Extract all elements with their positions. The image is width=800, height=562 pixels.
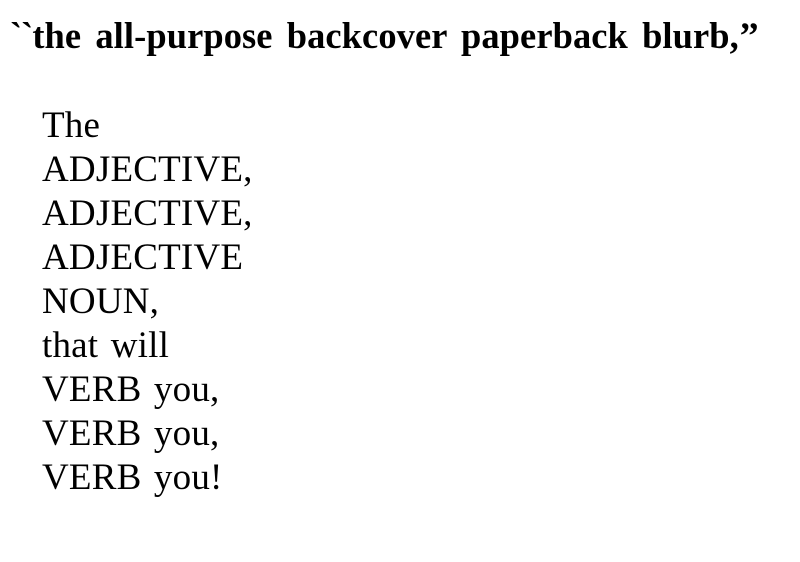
poem-line: The [42,105,101,146]
page-title: ``the all-purpose backcover paperback bl… [10,14,782,60]
poem-line: VERB you! [42,457,223,498]
poem-line: ADJECTIVE, [42,149,253,190]
opening-quote-mark: `` [10,16,33,57]
poem-line: VERB you, [42,369,220,410]
poem-line: NOUN, [42,281,160,322]
poem-line: ADJECTIVE, [42,193,253,234]
poem-line: that will [42,325,170,366]
poem-line: ADJECTIVE [42,237,244,278]
poem-line: VERB you, [42,413,220,454]
closing-quote-mark: ’’ [738,16,760,57]
page-title-text: the all-purpose backcover paperback blur… [32,16,739,57]
poem-block: The ADJECTIVE, ADJECTIVE, ADJECTIVE NOUN… [42,104,642,500]
